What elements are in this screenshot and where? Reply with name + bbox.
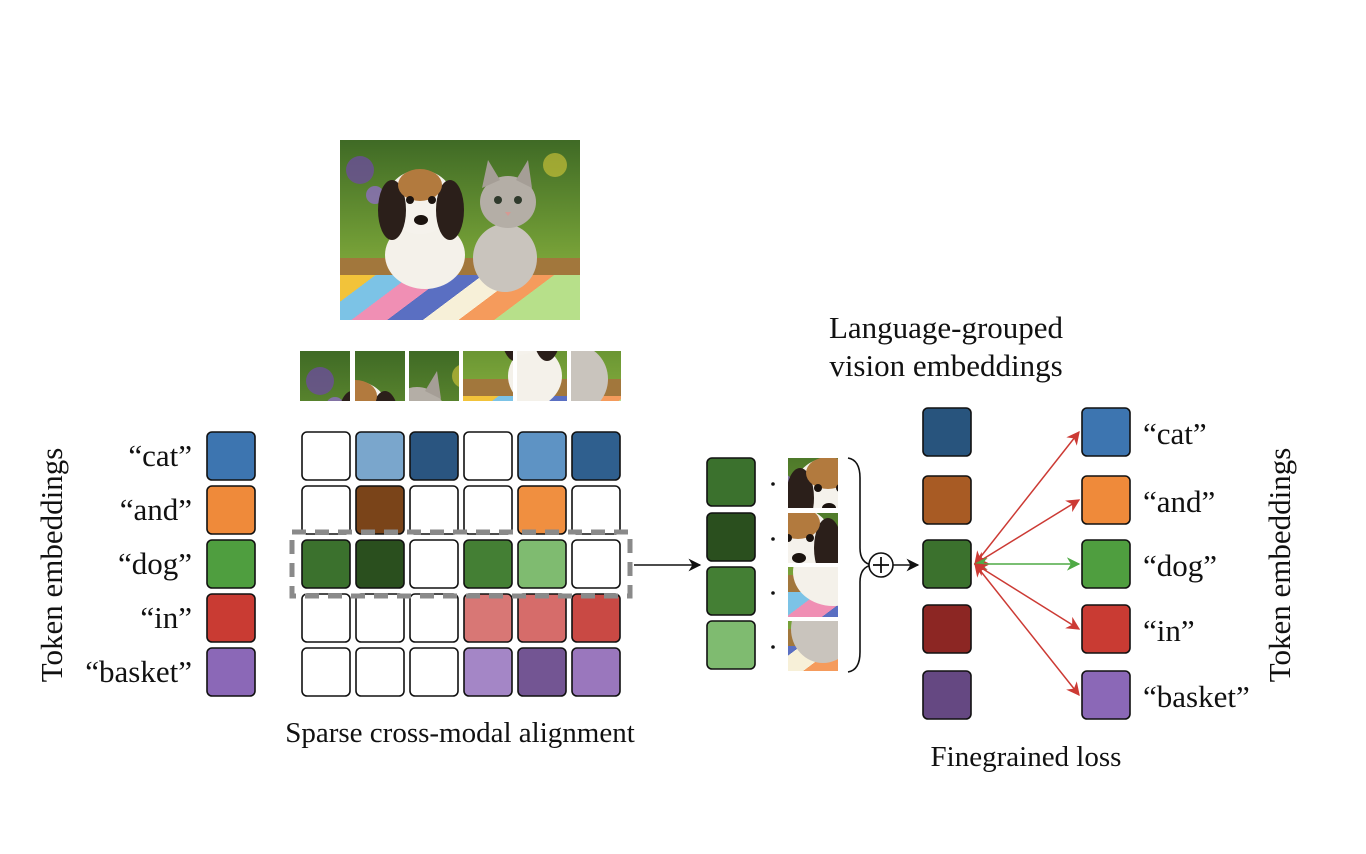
token-embedding xyxy=(206,431,256,481)
alignment-cell xyxy=(517,539,567,589)
token-label: “cat” xyxy=(128,438,192,473)
negative-pair-arrow xyxy=(973,499,1081,565)
token-label: “in” xyxy=(140,600,192,635)
alignment-cell xyxy=(355,593,405,643)
alignment-matrix xyxy=(301,431,621,697)
grouped-embedding xyxy=(922,539,972,589)
alignment-cell xyxy=(571,593,621,643)
alignment-cell xyxy=(301,485,351,535)
alignment-cell xyxy=(355,485,405,535)
token-embedding xyxy=(206,539,256,589)
dot-product-icon xyxy=(771,591,775,595)
token-label: “dog” xyxy=(118,546,192,581)
grouped-embedding xyxy=(922,475,972,525)
token-label: “and” xyxy=(120,492,192,527)
alignment-cell xyxy=(301,539,351,589)
weighted-patches xyxy=(706,457,838,671)
alignment-cell xyxy=(517,431,567,481)
alignment-caption: Sparse cross-modal alignment xyxy=(285,717,635,749)
alignment-cell xyxy=(409,539,459,589)
loss-arrows xyxy=(973,430,1081,697)
selected-patch xyxy=(788,621,838,671)
weight-cell xyxy=(706,620,756,670)
alignment-cell xyxy=(301,647,351,697)
weight-cell xyxy=(706,566,756,616)
token-embeddings-left: “cat” “and” “dog” “in” “basket” xyxy=(85,431,256,697)
alignment-cell xyxy=(463,647,513,697)
sum-icon xyxy=(868,552,894,578)
token-label: “in” xyxy=(1143,613,1195,648)
right-axis-label: Token embeddings xyxy=(1262,448,1297,683)
token-embedding xyxy=(1081,475,1131,525)
negative-pair-arrow xyxy=(974,562,1080,697)
token-embedding xyxy=(1081,539,1131,589)
alignment-cell xyxy=(517,485,567,535)
token-label: “basket” xyxy=(85,654,192,689)
token-label: “dog” xyxy=(1143,548,1217,583)
weight-cell xyxy=(706,512,756,562)
input-image xyxy=(340,140,580,320)
token-embedding xyxy=(1081,670,1131,720)
weight-cell xyxy=(706,457,756,507)
grouped-title-line2: vision embeddings xyxy=(829,348,1062,383)
alignment-cell xyxy=(409,485,459,535)
alignment-cell xyxy=(463,593,513,643)
token-embedding xyxy=(206,485,256,535)
grouped-embedding xyxy=(922,407,972,457)
grouped-embedding xyxy=(922,604,972,654)
token-embedding xyxy=(1081,604,1131,654)
token-label: “and” xyxy=(1143,484,1215,519)
grouped-embedding xyxy=(922,670,972,720)
alignment-cell xyxy=(571,539,621,589)
grouped-title-line1: Language-grouped xyxy=(829,310,1064,345)
alignment-cell xyxy=(571,431,621,481)
dot-product-icon xyxy=(771,645,775,649)
left-axis-label: Token embeddings xyxy=(34,448,69,683)
grouped-vision-embeddings xyxy=(922,407,972,720)
token-embedding xyxy=(206,593,256,643)
alignment-cell xyxy=(409,647,459,697)
alignment-cell xyxy=(355,539,405,589)
alignment-cell xyxy=(355,431,405,481)
token-label: “basket” xyxy=(1143,679,1250,714)
loss-caption: Finegrained loss xyxy=(931,741,1122,773)
dot-product-icon xyxy=(771,482,775,486)
alignment-cell xyxy=(409,431,459,481)
alignment-cell xyxy=(463,431,513,481)
alignment-cell xyxy=(463,485,513,535)
alignment-cell xyxy=(571,485,621,535)
alignment-cell xyxy=(301,431,351,481)
alignment-cell xyxy=(517,593,567,643)
alignment-cell xyxy=(409,593,459,643)
token-embedding xyxy=(1081,407,1131,457)
highlighted-row-box xyxy=(289,529,633,599)
alignment-cell xyxy=(463,539,513,589)
alignment-cell xyxy=(355,647,405,697)
token-embeddings-right: “cat” “and” “dog” “in” “basket” xyxy=(1081,407,1250,720)
negative-pair-arrow xyxy=(974,430,1080,566)
dot-product-icon xyxy=(771,537,775,541)
alignment-cell xyxy=(571,647,621,697)
alignment-cell xyxy=(517,647,567,697)
negative-pair-arrow xyxy=(973,563,1081,630)
alignment-cell xyxy=(301,593,351,643)
token-embedding xyxy=(206,647,256,697)
token-label: “cat” xyxy=(1143,416,1207,451)
